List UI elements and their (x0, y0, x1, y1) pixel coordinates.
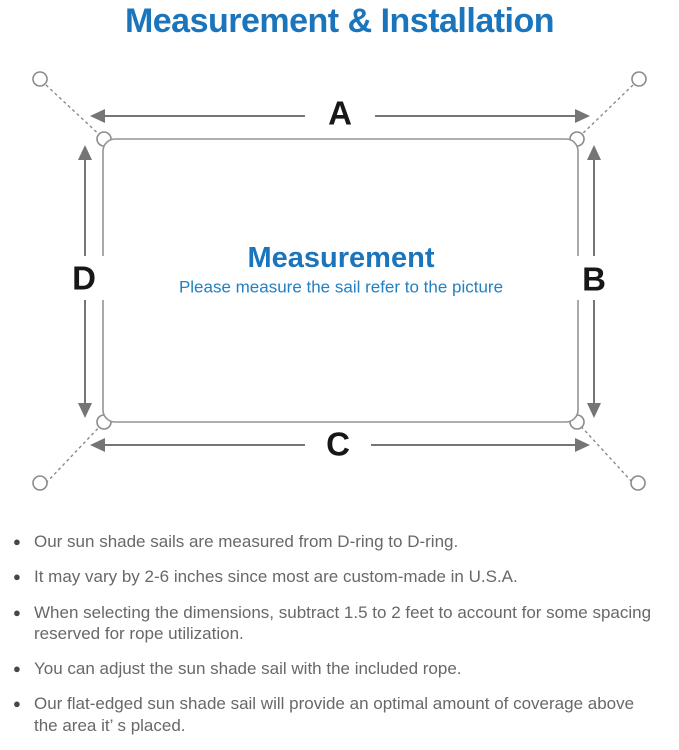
anchor-ring-bottom-left-icon (32, 475, 48, 491)
instructions-list: ● Our sun shade sails are measured from … (13, 531, 673, 750)
bullet-text: You can adjust the sun shade sail with t… (34, 659, 462, 678)
bullet-icon: ● (13, 661, 21, 676)
instruction-bullet: ● When selecting the dimensions, subtrac… (13, 602, 673, 645)
instruction-bullet: ● You can adjust the sun shade sail with… (13, 658, 673, 679)
label-d-backdrop (59, 256, 109, 300)
instruction-bullet: ● Our sun shade sails are measured from … (13, 531, 673, 552)
rope-line-bottom-right (576, 421, 634, 484)
dimension-label-b: B (582, 261, 606, 298)
anchor-ring-top-left-icon (32, 71, 48, 87)
page-title: Measurement & Installation (124, 2, 555, 40)
dimension-label-a: A (328, 95, 352, 132)
label-a-backdrop (305, 95, 375, 135)
bullet-icon: ● (13, 534, 21, 549)
bullet-icon: ● (13, 569, 21, 585)
diagram-center-title: Measurement (248, 242, 435, 274)
instruction-bullet: ● Our flat-edged sun shade sail will pro… (13, 693, 673, 736)
label-c-backdrop (305, 424, 371, 464)
measurement-diagram: A C D B Measurement Please measure the s… (0, 58, 679, 508)
rope-line-top-left (45, 84, 105, 140)
diagram-svg: A C D B Measurement Please measure the s… (32, 71, 647, 491)
instruction-bullet: ● It may vary by 2-6 inches since most a… (13, 566, 673, 587)
bullet-text: Our sun shade sails are measured from D-… (34, 532, 459, 551)
bullet-text: When selecting the dimensions, subtract … (34, 602, 652, 643)
rope-line-bottom-left (45, 421, 105, 484)
bullet-text: Our flat-edged sun shade sail will provi… (34, 694, 635, 735)
dimension-label-c: C (326, 426, 350, 463)
bullet-icon: ● (13, 604, 21, 620)
diagram-center-subtitle: Please measure the sail refer to the pic… (179, 278, 503, 297)
rope-line-top-right (576, 84, 634, 140)
label-b-backdrop (569, 256, 619, 300)
dimension-label-d: D (72, 260, 96, 297)
anchor-ring-top-right-icon (631, 71, 647, 87)
bullet-icon: ● (13, 696, 21, 712)
bullet-text: It may vary by 2-6 inches since most are… (34, 567, 518, 587)
anchor-ring-bottom-right-icon (630, 475, 646, 491)
